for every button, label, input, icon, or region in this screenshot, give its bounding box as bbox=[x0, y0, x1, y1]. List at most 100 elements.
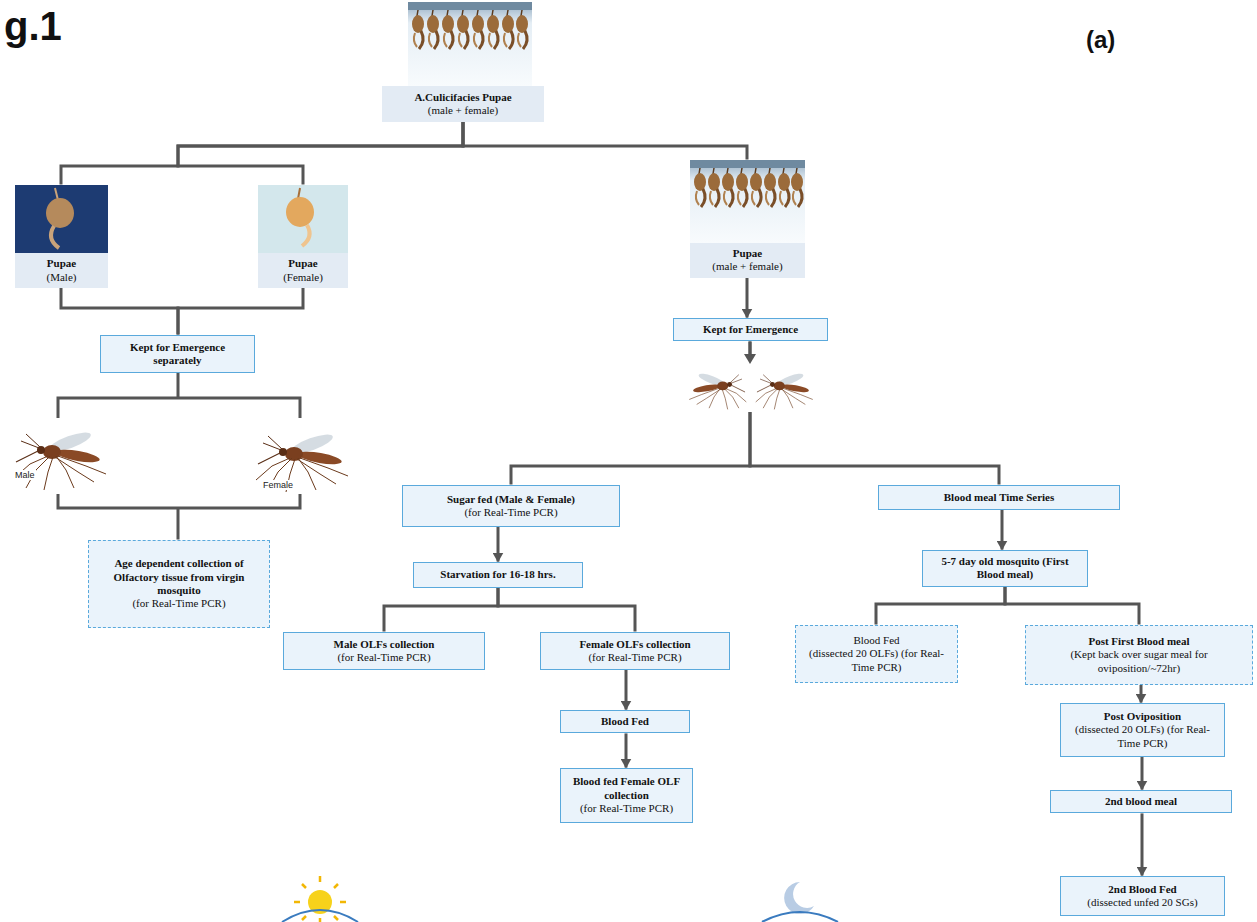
pupae-photo-top bbox=[408, 2, 532, 86]
box-text: (for Real-Time PCR) bbox=[547, 651, 723, 664]
caption-panel: Pupae(Female) bbox=[258, 253, 348, 288]
box-heading: A.Culicifacies Pupae bbox=[386, 91, 540, 104]
male-pupa-photo bbox=[15, 185, 108, 253]
pupae-photo-right bbox=[764, 168, 776, 207]
caption-panel: Pupae(male + female) bbox=[690, 243, 805, 278]
pupae-photo-top bbox=[472, 10, 484, 49]
box-heading: Age dependent collection of Olfactory ti… bbox=[95, 557, 263, 597]
bracket-connector bbox=[178, 288, 303, 335]
process-box: Blood Fed(dissected 20 OLFs) (for Real-T… bbox=[795, 625, 958, 683]
photo-box: Pupae(Male) bbox=[15, 185, 108, 288]
female-mosquito bbox=[256, 431, 348, 492]
pupae-photo-right bbox=[736, 168, 748, 207]
process-box: Starvation for 16-18 hrs. bbox=[413, 562, 583, 588]
box-text: (male + female) bbox=[694, 260, 801, 273]
photo-box: A.Culicifacies Pupae(male + female) bbox=[382, 2, 544, 122]
box-text: (for Real-Time PCR) bbox=[95, 597, 263, 610]
box-heading: Kept for Emergence separately bbox=[107, 341, 248, 368]
pupae-photo-right bbox=[791, 168, 803, 207]
process-box: Kept for Emergence separately bbox=[100, 335, 255, 373]
bracket-connector bbox=[178, 122, 463, 185]
process-box: Blood fed Female OLF collection(for Real… bbox=[560, 768, 693, 823]
bracket-connector bbox=[511, 341, 750, 484]
box-heading: Male OLFs collection bbox=[290, 638, 478, 651]
mosquito-label: Male bbox=[14, 470, 36, 480]
sun-icon bbox=[282, 876, 358, 922]
moon-icon bbox=[762, 912, 838, 922]
process-box: Male OLFs collection(for Real-Time PCR) bbox=[283, 632, 485, 670]
mosquito-pair bbox=[689, 371, 813, 409]
figure-number: g.1 bbox=[4, 4, 62, 49]
pupae-photo-top bbox=[502, 10, 514, 49]
pupae-photo-right bbox=[690, 160, 805, 168]
male-pupa-photo bbox=[15, 185, 108, 253]
pupae-photo-top bbox=[408, 2, 532, 86]
box-text: (for Real-Time PCR) bbox=[290, 651, 478, 664]
box-heading: 2nd blood meal bbox=[1057, 795, 1225, 808]
box-heading: Blood Fed bbox=[567, 715, 683, 728]
pupae-photo-top bbox=[457, 10, 469, 49]
process-box: Female OLFs collection(for Real-Time PCR… bbox=[540, 632, 730, 670]
box-heading: Post Oviposition bbox=[1067, 710, 1218, 723]
arrow-connector bbox=[1001, 510, 1004, 550]
pupae-photo-top bbox=[487, 10, 499, 49]
bracket-connector bbox=[1005, 587, 1139, 625]
pupae-photo-top bbox=[427, 10, 439, 49]
process-box: Kept for Emergence bbox=[673, 318, 828, 341]
box-heading: Blood fed Female OLF collection bbox=[567, 775, 686, 802]
box-heading: Starvation for 16-18 hrs. bbox=[420, 568, 576, 581]
bracket-connector bbox=[61, 122, 463, 185]
female-mosquito bbox=[256, 431, 348, 492]
pupae-photo-right bbox=[708, 168, 720, 207]
box-text: (male + female) bbox=[386, 104, 540, 117]
bracket-connector bbox=[58, 373, 300, 540]
box-heading: Sugar fed (Male & Female) bbox=[409, 493, 613, 506]
arrow-connector bbox=[1141, 757, 1144, 790]
bracket-connector bbox=[750, 341, 999, 484]
box-text: (dissected 20 OLFs) (for Real-Time PCR) bbox=[802, 647, 951, 674]
process-box: Age dependent collection of Olfactory ti… bbox=[88, 540, 270, 628]
pupae-photo-top bbox=[516, 10, 528, 49]
arrow-connector bbox=[1140, 685, 1143, 703]
female-pupa-photo bbox=[286, 197, 314, 227]
pupae-photo-right bbox=[722, 168, 734, 207]
box-heading: Post First Blood meal bbox=[1032, 635, 1246, 648]
arrow-connector bbox=[625, 670, 628, 710]
pupae-photo-top bbox=[412, 10, 424, 49]
bracket-connector bbox=[498, 588, 635, 632]
process-box: 2nd Blood Fed(dissected unfed 20 SGs) bbox=[1060, 876, 1225, 916]
box-text: (dissected unfed 20 SGs) bbox=[1067, 896, 1218, 909]
process-box: Blood Fed bbox=[560, 710, 690, 733]
process-box: Post Oviposition(dissected 20 OLFs) (for… bbox=[1060, 703, 1225, 757]
bracket-connector bbox=[463, 122, 747, 160]
box-text: (dissected 20 OLFs) (for Real-Time PCR) bbox=[1067, 723, 1218, 750]
pupae-photo-top bbox=[408, 2, 532, 10]
bracket-connector bbox=[876, 587, 1005, 625]
photo-box: Pupae(Female) bbox=[258, 185, 348, 288]
box-heading: Female OLFs collection bbox=[547, 638, 723, 651]
box-heading: Pupae bbox=[262, 257, 344, 270]
pupae-photo-top bbox=[442, 10, 454, 49]
female-pupa-photo bbox=[302, 225, 310, 246]
process-box: 2nd blood meal bbox=[1050, 790, 1232, 813]
male-mosquito bbox=[14, 429, 106, 490]
box-heading: 2nd Blood Fed bbox=[1067, 883, 1218, 896]
sun-icon bbox=[282, 910, 358, 922]
male-pupa-photo bbox=[51, 226, 59, 248]
photo-box: Pupae(male + female) bbox=[690, 160, 805, 278]
pupae-photo-right bbox=[694, 168, 706, 207]
box-heading: Blood Fed bbox=[802, 634, 951, 647]
mosquito-pair bbox=[756, 371, 813, 409]
bracket-connector bbox=[384, 588, 498, 632]
moon-icon bbox=[784, 882, 814, 914]
female-pupa-photo bbox=[258, 185, 348, 253]
arrow-connector bbox=[625, 733, 628, 767]
box-heading: Kept for Emergence bbox=[680, 323, 821, 336]
bracket-connector bbox=[61, 288, 178, 335]
caption-panel: Pupae(Male) bbox=[15, 253, 108, 288]
process-box: Post First Blood meal(Kept back over sug… bbox=[1025, 625, 1253, 685]
moon-icon bbox=[762, 882, 838, 922]
box-text: (Male) bbox=[19, 271, 104, 284]
panel-letter: (a) bbox=[1086, 26, 1115, 54]
process-box: Blood meal Time Series bbox=[878, 485, 1120, 510]
